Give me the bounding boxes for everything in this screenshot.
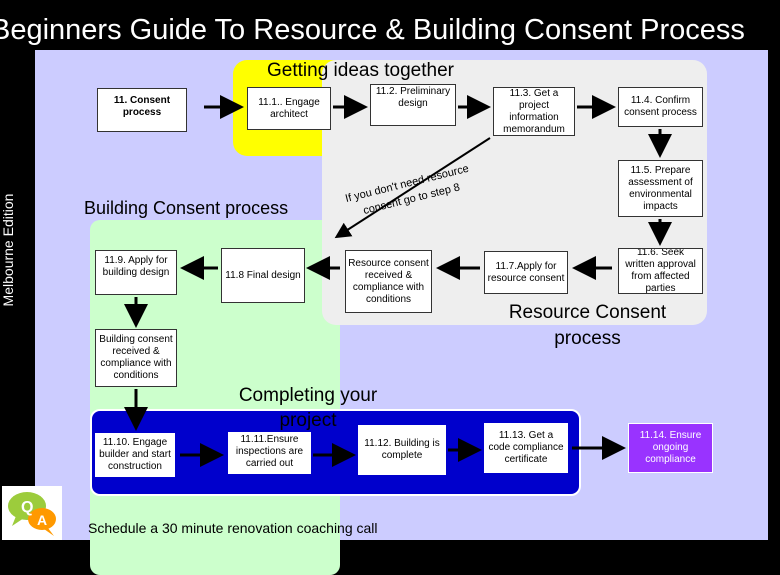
ensure-inspections-box: 11.11.Ensure inspections are carried out [228, 432, 311, 474]
project-info-memorandum-box: 11.3. Get a project information memorand… [493, 87, 575, 136]
ongoing-compliance-box: 11.14. Ensure ongoing compliance [628, 423, 713, 473]
resource-consent-received-box: Resource consent received & compliance w… [345, 250, 432, 313]
building-complete-box: 11.12. Building is complete [358, 425, 446, 475]
getting-ideas-label: Getting ideas together [267, 60, 454, 81]
svg-text:A: A [37, 512, 47, 528]
building-consent-received-box: Building consent received & compliance w… [95, 329, 177, 387]
engage-builder-box: 11.10. Engage builder and start construc… [95, 433, 175, 477]
completing-label: Completing your project [238, 385, 378, 431]
building-consent-label: Building Consent process [84, 198, 289, 218]
preliminary-design-box: 11.2. Preliminary design [370, 84, 456, 126]
page-title: Beginners Guide To Resource & Building C… [0, 14, 745, 46]
final-design-box: 11.8 Final design [221, 248, 305, 303]
environmental-assessment-box: 11.5. Prepare assessment of environmenta… [618, 160, 703, 217]
arrow-skip-to-final-design [334, 137, 491, 239]
svg-text:Q: Q [21, 499, 33, 516]
consent-process-box: 11. Consent process [97, 88, 187, 132]
code-compliance-certificate-box: 11.13. Get a code compliance certificate [484, 423, 568, 473]
flow-arrows [124, 95, 672, 467]
resource-consent-label: Resource Consent process [508, 302, 667, 349]
apply-building-design-box: 11.9. Apply for building design [95, 250, 177, 295]
confirm-consent-process-box: 11.4. Confirm consent process [618, 87, 703, 127]
coaching-call-link[interactable]: Schedule a 30 minute renovation coaching… [88, 520, 378, 536]
engage-architect-box: 11.1.. Engage architect [247, 87, 331, 130]
written-approval-box: 11.6. Seek written approval from affecte… [618, 248, 703, 294]
apply-resource-consent-box: 11.7.Apply for resource consent [484, 251, 568, 294]
qa-speech-bubble-icon[interactable]: Q A [2, 486, 62, 540]
